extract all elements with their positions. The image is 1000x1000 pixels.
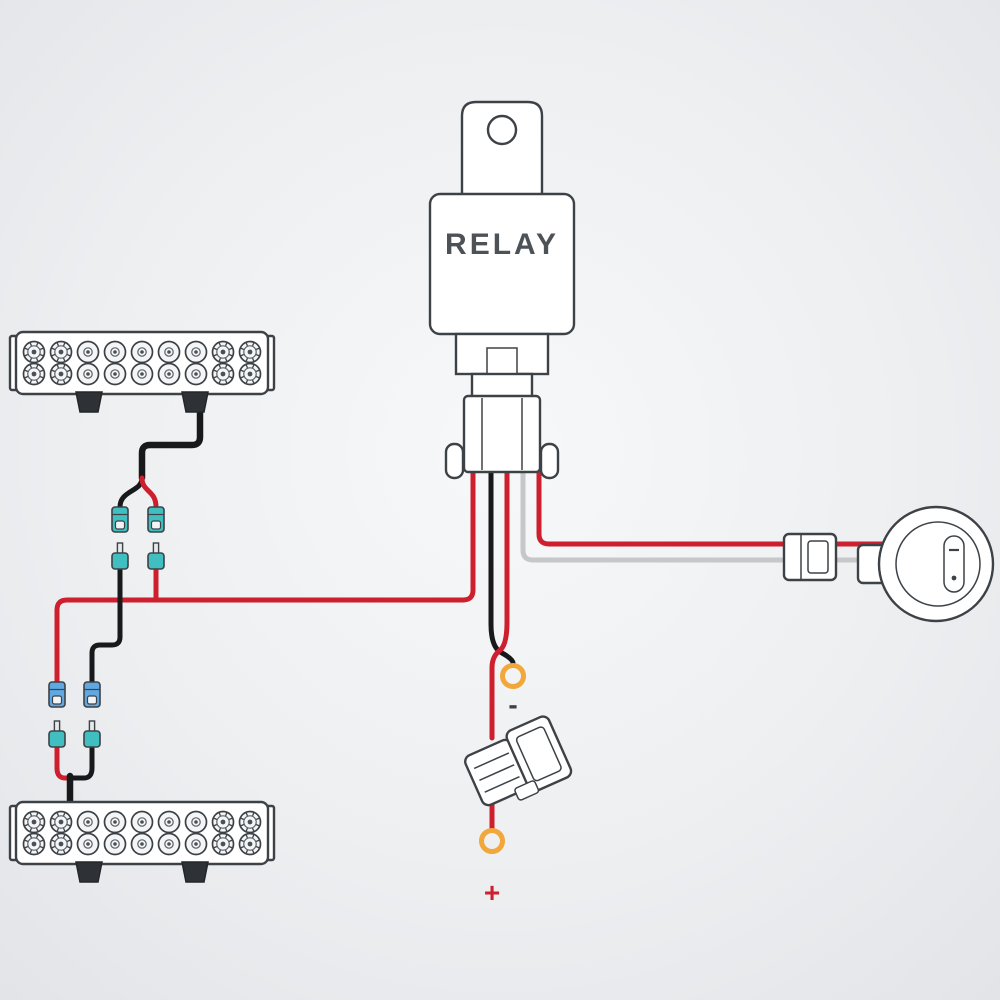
light-bar-bottom (8, 800, 276, 884)
relay-socket (462, 394, 542, 474)
socket-pin-right (539, 442, 560, 480)
lead-red-top-bar (139, 475, 159, 510)
spade-connector-female (48, 681, 66, 708)
spade-connector-male (147, 542, 165, 570)
switch-rocker (943, 535, 965, 593)
light-bar-top (8, 330, 276, 414)
spade-connector-female (111, 506, 129, 533)
relay-label: RELAY (445, 228, 559, 261)
fuse-rib (473, 752, 510, 770)
connector-pairs (48, 506, 165, 748)
fuse-rib (479, 764, 515, 781)
ring-terminal-positive (479, 828, 505, 854)
relay-body (428, 192, 576, 336)
relay-mounting-tab (460, 100, 544, 198)
wire-red-positive-upper (489, 469, 510, 741)
connector-face (807, 540, 829, 574)
wire-red-switch (536, 469, 887, 547)
socket-pin-left (444, 442, 465, 480)
wire-black-negative (488, 469, 516, 666)
switch-connector (782, 532, 838, 582)
spade-connector-male (48, 720, 66, 748)
fuse-holder-face (515, 726, 562, 782)
mounting-hole (486, 114, 518, 146)
wire-black-bottom-bar (67, 745, 95, 781)
relay-connector-upper (470, 372, 534, 400)
spade-connector-male (111, 542, 129, 570)
relay-neck-detail (486, 347, 518, 375)
positive-label: + (484, 877, 500, 908)
switch-inner-ring (895, 521, 981, 607)
negative-label: - (508, 689, 517, 720)
ring-terminal-negative (500, 663, 526, 689)
rocker-switch (856, 505, 995, 623)
wire-white-switch (520, 469, 887, 563)
fuse-holder (464, 715, 573, 807)
rocker-off-mark (951, 575, 957, 581)
wire-red-light-feed (54, 469, 476, 685)
fuse-rib (484, 776, 520, 793)
lead-black-top-bar (117, 475, 145, 510)
wire-black-chain (89, 567, 123, 685)
spade-connector-male (83, 720, 101, 748)
cable-top-light-bar (138, 406, 204, 482)
wire-red-bottom-bar (54, 745, 73, 781)
spade-connector-female (83, 681, 101, 708)
relay: RELAY (428, 100, 576, 480)
spade-connector-female (147, 506, 165, 533)
fuse-holder-latch (514, 780, 540, 801)
